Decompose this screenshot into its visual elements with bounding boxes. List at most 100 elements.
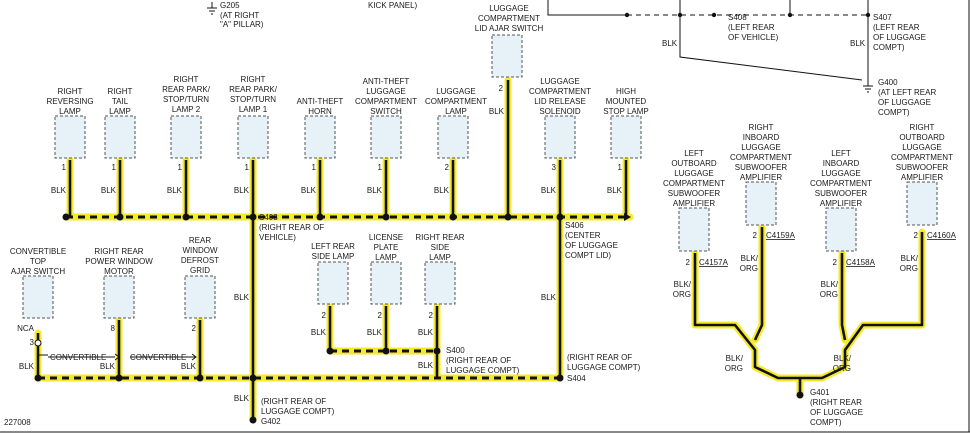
anti-theft-horn bbox=[304, 115, 336, 159]
pin-number: NCA bbox=[17, 324, 35, 333]
right-rear-side-lamp bbox=[424, 261, 456, 305]
right-inboard-subwoofer-amplifier bbox=[745, 181, 777, 226]
pin-number: 2 bbox=[914, 231, 919, 240]
pin-number: 1 bbox=[62, 163, 67, 172]
s404-splice bbox=[556, 374, 564, 382]
right-park-stop-turn-lamp-1 bbox=[237, 115, 269, 159]
high-mounted-stop-lamp bbox=[610, 115, 642, 159]
wire-color-label: BLK bbox=[101, 186, 117, 195]
luggage-compartment-lamp bbox=[437, 115, 469, 159]
splice-points bbox=[34, 213, 804, 424]
splice-dot bbox=[116, 213, 124, 221]
left-rear-side-lamp bbox=[317, 261, 349, 305]
top-right-wiring: G205(AT RIGHT"A" PILLAR) KICK PANEL) S40… bbox=[207, 0, 936, 117]
connector-c4157a: C4157A bbox=[699, 258, 729, 267]
splice-dot bbox=[196, 374, 204, 382]
pin-number: 1 bbox=[312, 163, 317, 172]
pin-number: 2 bbox=[499, 84, 504, 93]
s406-splice bbox=[556, 213, 564, 221]
s407-splice bbox=[865, 12, 871, 18]
wire-color-label: BLK bbox=[367, 328, 383, 337]
g401-ground bbox=[796, 391, 804, 399]
kick-panel-label: KICK PANEL) bbox=[368, 1, 418, 10]
wire-color-label: BLK bbox=[234, 394, 250, 403]
top-splice bbox=[624, 12, 630, 18]
wire-color-label: BLK/ORG bbox=[740, 254, 759, 273]
connector-c4159a: C4159A bbox=[766, 231, 796, 240]
wire-color-label: BLK bbox=[234, 186, 250, 195]
wire-color-label: BLK bbox=[367, 186, 383, 195]
wire-color-label: BLK bbox=[100, 362, 116, 371]
pin-number: 1 bbox=[178, 163, 183, 172]
top-splice bbox=[677, 12, 683, 18]
splice-dot bbox=[382, 213, 390, 221]
right-outboard-subwoofer-amplifier bbox=[906, 181, 938, 226]
wire-color-label: BLK/ORG bbox=[820, 280, 839, 299]
bus-arrow bbox=[624, 213, 631, 221]
wire-color-label: BLK bbox=[541, 293, 557, 302]
wire-color-label: BLK bbox=[489, 107, 505, 116]
splice-dot bbox=[62, 213, 70, 221]
pin-number: 2 bbox=[322, 311, 327, 320]
pin-and-wire-labels: 2 1 1 1 1 1 1 2 3 1 NCA 3 8 2 2 2 2 2 2 … bbox=[17, 84, 919, 403]
g205-label: G205(AT RIGHT"A" PILLAR) bbox=[220, 1, 264, 29]
left-outboard-subwoofer-amplifier bbox=[678, 207, 710, 252]
pin-number: 2 bbox=[378, 311, 383, 320]
wire-color-label: BLK bbox=[418, 361, 434, 370]
pin-number: 1 bbox=[378, 163, 383, 172]
wire-color-label: BLK bbox=[301, 186, 317, 195]
pin-number: 1 bbox=[112, 163, 117, 172]
right-park-stop-turn-lamp-2 bbox=[170, 115, 202, 159]
pin-number: 3 bbox=[552, 163, 557, 172]
figure-id: 227008 bbox=[4, 418, 31, 427]
right-tail-lamp bbox=[104, 115, 136, 159]
splice-dot bbox=[316, 213, 324, 221]
wire-color-label: BLK bbox=[234, 293, 250, 302]
component-boxes bbox=[22, 34, 938, 319]
license-plate-lamp bbox=[370, 261, 402, 305]
right-reversing-lamp bbox=[54, 115, 86, 159]
s400-splice bbox=[433, 347, 441, 355]
s403-splice bbox=[249, 213, 257, 221]
luggage-lid-ajar-switch bbox=[491, 34, 523, 78]
pin-number: 2 bbox=[753, 231, 758, 240]
wire-color-label: BLK/ORG bbox=[833, 354, 852, 373]
splice-dot bbox=[449, 213, 457, 221]
splice-dot bbox=[115, 374, 123, 382]
g402-ground bbox=[249, 416, 257, 424]
wire-color-label: BLK bbox=[541, 186, 557, 195]
anti-theft-luggage-switch bbox=[370, 115, 402, 159]
wire-color-label: BLK bbox=[662, 39, 678, 48]
wire-color-label: BLK/ORG bbox=[900, 254, 919, 273]
connector-ids: C4157A C4159A C4158A C4160A bbox=[699, 231, 957, 267]
pin-number: 2 bbox=[192, 324, 197, 333]
connector-c4160a: C4160A bbox=[927, 231, 957, 240]
pin-number: 1 bbox=[618, 163, 623, 172]
wire-color-label: BLK/ORG bbox=[673, 280, 692, 299]
splice-dot bbox=[34, 374, 42, 382]
g205-ground-icon bbox=[207, 2, 217, 15]
